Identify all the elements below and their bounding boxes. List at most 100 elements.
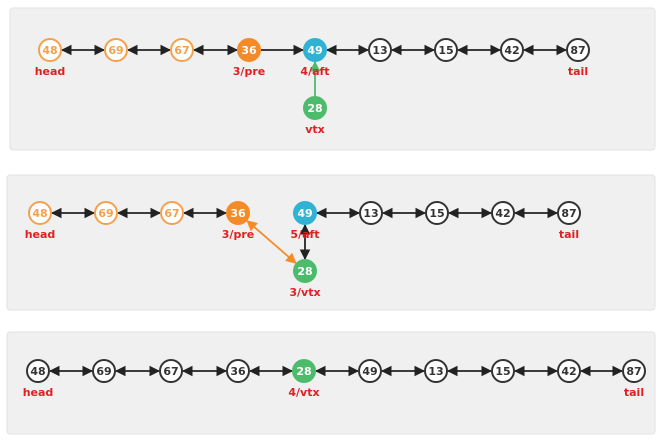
node-circle [94, 201, 118, 225]
list-node: 15 [491, 359, 515, 383]
list-node: 13 [368, 38, 392, 62]
node-circle [170, 38, 194, 62]
node-label: head [35, 65, 66, 78]
node-circle [104, 38, 128, 62]
node-circle [28, 201, 52, 225]
list-node: 87 tail [566, 38, 590, 78]
vtx-node: 28 vtx [303, 96, 327, 136]
list-node: 284/vtx [288, 359, 320, 399]
node-label: 5/aft [290, 228, 319, 241]
node-value: 67 [163, 365, 178, 378]
node-circle [303, 96, 327, 120]
node-circle [293, 201, 317, 225]
list-node: 42 [491, 201, 515, 225]
node-value: 36 [241, 44, 257, 57]
list-node: 69 [92, 359, 116, 383]
node-circle [557, 359, 581, 383]
node-circle [38, 38, 62, 62]
node-circle [424, 359, 448, 383]
node-value: 48 [42, 44, 57, 57]
node-circle [293, 259, 317, 283]
node-circle [500, 38, 524, 62]
list-node: 67 [159, 359, 183, 383]
list-node: 42 [500, 38, 524, 62]
list-node: 67 [160, 201, 184, 225]
list-node: 69 [104, 38, 128, 62]
node-value: 49 [307, 44, 322, 57]
node-circle [622, 359, 646, 383]
node-circle [425, 201, 449, 225]
panel-3 [6, 331, 656, 435]
vtx-node: 28 3/vtx [289, 259, 321, 299]
node-label: tail [568, 65, 588, 78]
node-circle [566, 38, 590, 62]
list-node: 49 5/aft [290, 201, 320, 241]
node-circle [292, 359, 316, 383]
panel-1 [9, 7, 656, 151]
list-node: 13 [424, 359, 448, 383]
node-value: 13 [428, 365, 443, 378]
node-label: 3/vtx [289, 286, 320, 299]
node-label: tail [559, 228, 579, 241]
node-value: 36 [230, 207, 246, 220]
node-value: 48 [32, 207, 47, 220]
node-circle [160, 201, 184, 225]
node-value: 69 [108, 44, 123, 57]
node-circle [226, 201, 250, 225]
node-value: 87 [626, 365, 641, 378]
list-node: 48 head [35, 38, 66, 78]
list-node: 15 [425, 201, 449, 225]
list-node: 36 3/pre [233, 38, 265, 78]
node-circle [303, 38, 327, 62]
list-node: 42 [557, 359, 581, 383]
node-circle [359, 201, 383, 225]
list-node: 69 [94, 201, 118, 225]
node-value: 42 [504, 44, 519, 57]
node-value: 15 [495, 365, 510, 378]
node-value: 87 [570, 44, 585, 57]
list-node: 48 head [23, 359, 54, 399]
node-value: 42 [561, 365, 576, 378]
node-value: 87 [561, 207, 576, 220]
node-label: head [23, 386, 54, 399]
node-circle [226, 359, 250, 383]
node-circle [358, 359, 382, 383]
node-circle [491, 359, 515, 383]
node-label: 4/vtx [288, 386, 319, 399]
node-value: 28 [307, 102, 322, 115]
list-node: 36 3/pre [222, 201, 254, 241]
node-label: 3/pre [222, 228, 254, 241]
node-value: 69 [98, 207, 113, 220]
node-circle [491, 201, 515, 225]
node-value: 49 [297, 207, 312, 220]
list-node: 36 [226, 359, 250, 383]
node-value: 15 [438, 44, 453, 57]
list-node: 87 tail [622, 359, 646, 399]
node-value: 13 [372, 44, 387, 57]
list-node: 15 [434, 38, 458, 62]
node-label: vtx [305, 123, 325, 136]
list-node: 49 [358, 359, 382, 383]
node-label: tail [624, 386, 644, 399]
list-node: 87 tail [557, 201, 581, 241]
node-value: 36 [230, 365, 246, 378]
node-value: 42 [495, 207, 510, 220]
list-node: 67 [170, 38, 194, 62]
list-node: 13 [359, 201, 383, 225]
node-circle [237, 38, 261, 62]
node-circle [92, 359, 116, 383]
node-value: 15 [429, 207, 444, 220]
node-value: 69 [96, 365, 111, 378]
node-value: 67 [174, 44, 189, 57]
node-circle [368, 38, 392, 62]
node-value: 67 [164, 207, 179, 220]
node-circle [434, 38, 458, 62]
node-value: 28 [297, 265, 312, 278]
node-value: 48 [30, 365, 45, 378]
list-node: 49 4/aft [300, 38, 330, 78]
node-label: 3/pre [233, 65, 265, 78]
node-label: 4/aft [300, 65, 329, 78]
pre-to-vtx-link [246, 220, 297, 264]
